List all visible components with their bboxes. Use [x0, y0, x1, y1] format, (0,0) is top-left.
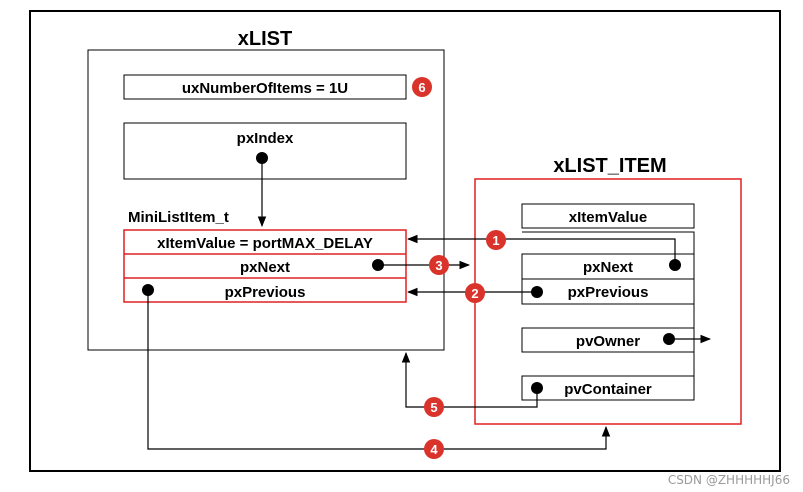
index-label: pxIndex	[237, 130, 294, 147]
item-value-field	[521, 203, 695, 229]
container-field	[521, 375, 695, 401]
mini-previous-label: pxPrevious	[225, 284, 306, 301]
xlist-box	[87, 49, 445, 351]
badge-2-label: 2	[471, 286, 478, 301]
badge-6-label: 6	[418, 80, 425, 95]
badge-3: 3	[429, 255, 449, 275]
badge-1: 1	[486, 230, 506, 250]
badge-4-label: 4	[430, 442, 438, 457]
badge-6: 6	[412, 77, 432, 97]
xlist-title: xLIST	[238, 28, 292, 50]
mini-list-title: MiniListItem_t	[128, 209, 229, 226]
mini-list-item-box	[123, 229, 407, 303]
watermark: CSDN @ZHHHHHJ66	[668, 473, 790, 487]
item-count-label: uxNumberOfItems = 1U	[182, 80, 348, 97]
badge-1-label: 1	[492, 233, 499, 248]
badge-5-label: 5	[430, 400, 437, 415]
item-previous-label: pxPrevious	[568, 284, 649, 301]
mini-previous-dot	[142, 284, 154, 296]
container-label: pvContainer	[564, 381, 652, 398]
container-dot	[531, 382, 543, 394]
index-field	[123, 122, 407, 180]
mini-next-dot	[372, 259, 384, 271]
mini-item-value-label: xItemValue = portMAX_DELAY	[157, 235, 373, 252]
item-count-field	[123, 74, 407, 100]
item-value-label: xItemValue	[569, 209, 647, 226]
mini-next-label: pxNext	[240, 259, 290, 276]
xlist-item-title: xLIST_ITEM	[553, 155, 666, 177]
arrow-4-mini-prev-to-item	[147, 290, 611, 450]
outer-frame	[29, 10, 781, 472]
arrow-5-container-to-list	[401, 351, 538, 408]
badge-3-label: 3	[435, 258, 442, 273]
item-next-label: pxNext	[583, 259, 633, 276]
item-previous-dot	[531, 286, 543, 298]
owner-field	[521, 327, 695, 353]
owner-dot	[663, 333, 675, 345]
owner-label: pvOwner	[576, 333, 640, 350]
badge-5: 5	[424, 397, 444, 417]
badge-2: 2	[465, 283, 485, 303]
item-next-dot	[669, 259, 681, 271]
badge-4: 4	[424, 439, 444, 459]
